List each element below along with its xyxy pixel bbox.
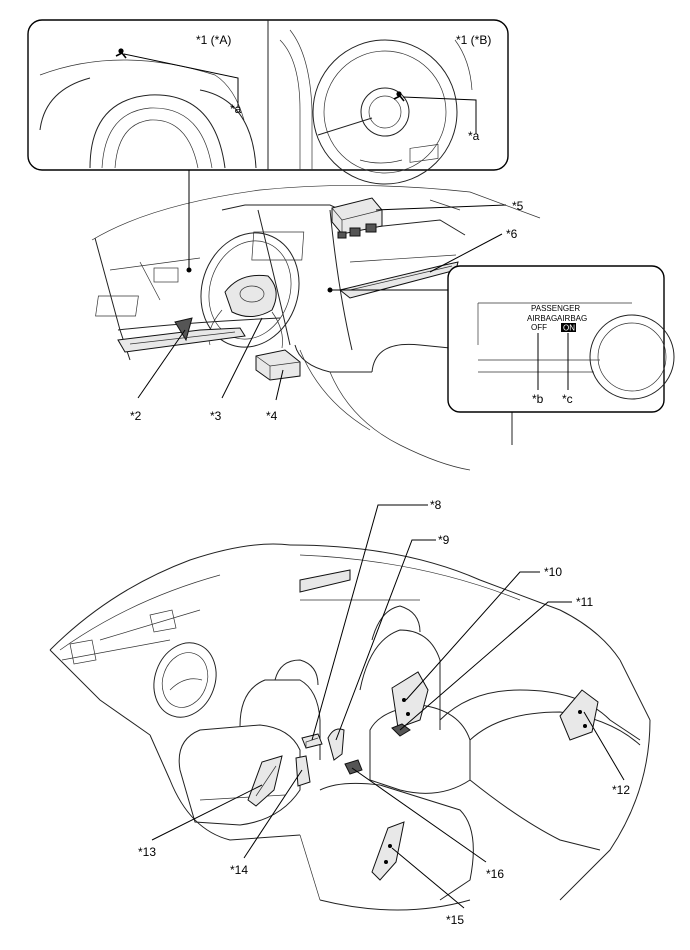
- leader-a-left: [123, 53, 239, 108]
- airbag-warning-icon-b: [393, 91, 405, 102]
- meter-dial-outer: [312, 39, 458, 185]
- driver-seat: [178, 659, 321, 826]
- meter-view-a: [39, 48, 257, 169]
- indicator-dial: [589, 314, 675, 400]
- steering-wheel-bottom: [153, 642, 217, 718]
- label-a-right: *a: [468, 129, 480, 143]
- indicator-inset-frame: [447, 265, 665, 413]
- passenger-airbag-indicator-inset: PASSENGER AIRBAG OFF AIRBAG ON *b *c: [447, 265, 675, 413]
- indicator-title: PASSENGER: [531, 304, 580, 313]
- buckle-switch-9: [327, 728, 345, 761]
- front-passenger-seat: [359, 605, 471, 794]
- leader-a-right: [402, 96, 477, 134]
- rear-side-airbag-12: [559, 689, 599, 741]
- label-view-b: *1 (*B): [456, 33, 491, 47]
- label-5: *5: [512, 199, 524, 213]
- label-c: *c: [562, 392, 573, 406]
- airbag-warning-icon-a: [115, 48, 127, 59]
- airbag-sensor-8: [301, 733, 323, 749]
- center-airbag-sensor: [255, 349, 301, 381]
- bottom-leaders: [151, 504, 625, 909]
- label-a-left: *a: [230, 102, 242, 116]
- label-11: *11: [576, 595, 593, 609]
- indicator-on-badge: [561, 323, 576, 332]
- passenger-knee-airbag: [338, 261, 459, 299]
- seat-belt-buckle-14: [295, 755, 311, 787]
- rear-seat-side-airbag-15: [371, 821, 405, 881]
- label-12: *12: [612, 783, 630, 797]
- rear-seat: [319, 689, 641, 901]
- occupant-sensor-11: [391, 723, 411, 737]
- meter-inset: *1 (*A) *1 (*B) *a *a: [27, 19, 509, 185]
- indicator-on-line2: ON: [563, 324, 575, 333]
- steering-wheel: [200, 232, 300, 349]
- label-13: *13: [138, 845, 156, 859]
- front-passenger-airbag: [331, 197, 383, 239]
- top-leaders: [137, 170, 507, 401]
- driver-seat-side-airbag-13: [247, 755, 283, 807]
- label-3: *3: [210, 409, 222, 423]
- label-14: *14: [230, 863, 248, 877]
- meter-view-b: [279, 29, 477, 185]
- label-15: *15: [446, 913, 464, 927]
- label-8: *8: [430, 498, 442, 512]
- indicator-off-line1: AIRBAG: [527, 314, 557, 323]
- indicator-on-line1: AIRBAG: [557, 314, 587, 323]
- indicator-off-line2: OFF: [531, 323, 547, 332]
- label-b: *b: [532, 392, 544, 406]
- label-9: *9: [438, 533, 450, 547]
- seat-position-sensor-16: [344, 759, 363, 775]
- label-16: *16: [486, 867, 504, 881]
- driver-airbag: [224, 274, 277, 317]
- label-2: *2: [130, 409, 142, 423]
- label-10: *10: [544, 565, 562, 579]
- front-seat-side-airbag-10: [391, 671, 429, 729]
- label-view-a: *1 (*A): [196, 33, 231, 47]
- label-6: *6: [506, 227, 518, 241]
- label-4: *4: [266, 409, 278, 423]
- knee-airbag: [117, 317, 246, 353]
